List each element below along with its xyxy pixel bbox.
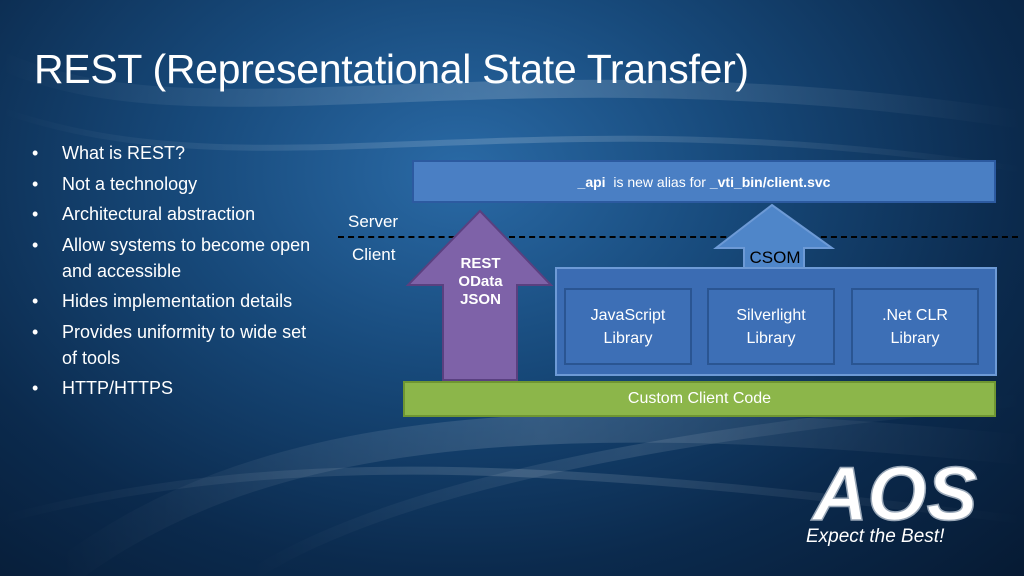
api-keyword: _api [577,173,606,190]
rest-label-line: REST [460,255,501,272]
api-alias-bar: _api is new alias for _vti_bin/client.sv… [412,160,996,203]
bullet-item: Hides implementation details [32,288,322,314]
client-label: Client [352,245,396,264]
netclr-library-box: .Net CLR Library [851,288,979,365]
library-line: Library [890,329,940,347]
bullet-item: HTTP/HTTPS [32,375,322,401]
server-client-divider [338,236,1018,238]
api-middle-text: is new alias for [613,173,706,190]
library-line: Library [746,329,796,347]
server-label: Server [348,212,399,231]
library-line: Silverlight [736,306,806,324]
bullet-item: Not a technology [32,171,322,197]
rest-arrow [405,209,554,381]
api-path: _vti_bin/client.svc [709,173,831,190]
logo-wordmark: AOS [811,452,978,537]
bullet-item: What is REST? [32,140,322,166]
csom-arrow [713,203,836,269]
rest-label-line: JSON [460,291,501,308]
library-line: .Net CLR [882,306,948,324]
custom-client-code-bar: Custom Client Code [403,381,996,417]
bullet-list: What is REST? Not a technology Architect… [32,140,322,406]
rest-label-line: OData [458,273,503,290]
bullet-item: Architectural abstraction [32,201,322,227]
slide-title: REST (Representational State Transfer) [34,46,749,92]
bullet-item: Allow systems to become open and accessi… [32,232,322,284]
logo-tagline: Expect the Best! [806,526,945,547]
csom-arrow-label: CSOM [749,248,801,267]
bullet-item: Provides uniformity to wide set of tools [32,319,322,371]
rest-arrow-label: REST OData JSON [443,255,518,309]
aos-logo: AOS [810,451,978,538]
library-line: Library [603,329,653,347]
library-line: JavaScript [590,306,666,324]
